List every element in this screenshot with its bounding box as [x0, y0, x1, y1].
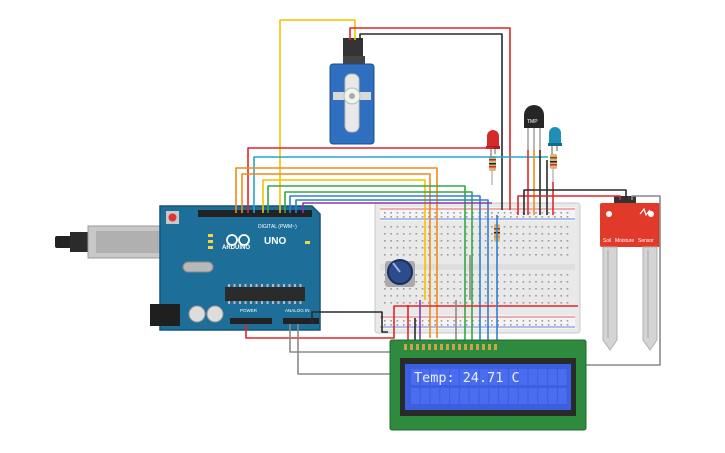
wire-lcd-blue-2	[295, 199, 489, 340]
reset-button[interactable]	[166, 211, 179, 224]
lcd-16x2-display[interactable]: Temp: 24.71 C	[389, 339, 587, 431]
temp-sensor-label: TMP	[527, 119, 538, 125]
blue-led[interactable]	[548, 127, 562, 155]
analog-label: ANALOG IN	[285, 308, 310, 313]
moisture-label-3: Sensor	[638, 238, 654, 244]
moisture-label-2: Moisture	[615, 238, 634, 244]
wire-blue-led	[253, 156, 548, 213]
power-header	[230, 318, 272, 324]
wire-lcd-green-2	[284, 191, 473, 340]
lcd-line-1: Temp: 24.71 C	[414, 370, 520, 386]
wire-servo-power	[349, 27, 511, 210]
red-led[interactable]	[486, 130, 500, 158]
wire-moisture-gray	[575, 195, 661, 366]
breadboard[interactable]	[374, 202, 581, 334]
arduino-label: ARDUINO	[222, 245, 250, 251]
wire-moisture-black	[523, 189, 627, 215]
wires	[235, 19, 661, 375]
soil-moisture-sensor[interactable]: Soil Moisture Sensor	[600, 196, 660, 351]
servo-motor[interactable]	[329, 38, 375, 145]
wire-servo-signal	[279, 19, 356, 213]
wire-moisture-red	[517, 195, 621, 215]
wire-lcd-orange-2	[241, 173, 431, 338]
power-jack	[150, 304, 180, 326]
potentiometer[interactable]	[385, 259, 415, 287]
resistor-red-led	[489, 156, 496, 185]
moisture-label-1: Soil	[603, 238, 611, 244]
resistor-blue-led	[550, 154, 557, 182]
usb-connector	[55, 225, 169, 259]
wire-red-led	[247, 147, 493, 213]
arduino-logo-icon	[226, 234, 250, 246]
power-label: POWER	[240, 308, 258, 313]
wire-lcd-orange-1	[235, 167, 438, 338]
wire-arduino-gnd	[311, 311, 388, 333]
arduino-uno-board[interactable]: DIGITAL (PWM~) UNO ARDUINO POWER ANALOG …	[55, 205, 321, 331]
atmega-chip	[225, 287, 305, 301]
wire-servo-ground	[359, 33, 503, 210]
digital-label: DIGITAL (PWM~)	[258, 224, 297, 230]
analog-header	[283, 318, 319, 324]
breadboard-holes	[384, 212, 569, 326]
uno-label: UNO	[264, 236, 286, 247]
digital-header	[198, 210, 312, 217]
wire-lcd-green-1	[267, 185, 466, 340]
wire-purple	[302, 202, 492, 213]
wire-lcd-blue-1	[289, 195, 481, 340]
wire-lcd-yellow	[262, 179, 426, 300]
temperature-sensor[interactable]: TMP	[524, 105, 544, 150]
wire-analog-gray-2	[297, 324, 390, 375]
wire-analog-gray-1	[289, 324, 408, 353]
